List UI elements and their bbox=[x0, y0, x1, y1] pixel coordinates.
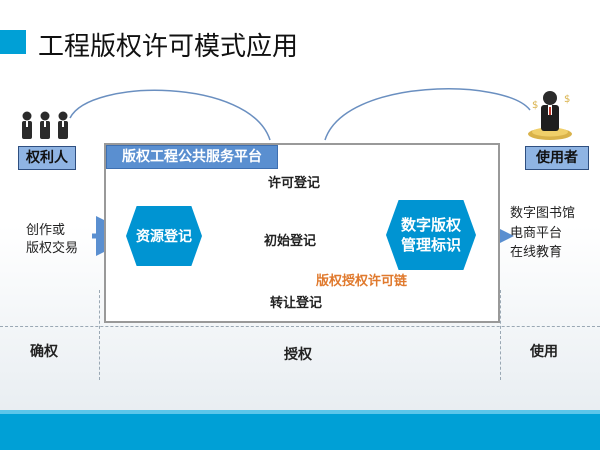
license-registration-text: 许可登记 bbox=[268, 176, 321, 191]
user-label: 使用者 bbox=[525, 146, 589, 170]
title-accent-bar bbox=[0, 30, 26, 54]
left-arc bbox=[69, 89, 271, 141]
platform-label: 版权工程公共服务平台 bbox=[106, 145, 278, 169]
digital-rights-label-1: 数字版权 bbox=[400, 216, 461, 234]
transfer-registration-text: 转让登记 bbox=[270, 296, 323, 311]
digital-rights-id-hex: 数字版权 管理标识 bbox=[386, 200, 476, 270]
left-text-line-2: 版权交易 bbox=[26, 241, 79, 256]
right-text-line-2: 电商平台 bbox=[510, 226, 563, 241]
license-chain-label: 版权授权许可链 bbox=[316, 274, 408, 289]
digital-rights-label-2: 管理标识 bbox=[400, 236, 461, 254]
resource-registration-hex: 资源登记 bbox=[126, 206, 202, 266]
right-text-line-1: 数字图书馆 bbox=[510, 206, 576, 221]
people-group-icon bbox=[22, 111, 68, 139]
initial-registration-text: 初始登记 bbox=[264, 234, 317, 249]
owner-label: 权利人 bbox=[18, 146, 76, 170]
right-text-line-3: 在线教育 bbox=[510, 245, 563, 260]
svg-text:$: $ bbox=[564, 94, 570, 105]
businessman-money-icon: $ $ bbox=[528, 91, 572, 140]
svg-text:$: $ bbox=[532, 100, 538, 111]
right-arc bbox=[324, 88, 531, 141]
slide-title: 工程版权许可模式应用 bbox=[38, 32, 299, 62]
resource-registration-label: 资源登记 bbox=[136, 229, 192, 245]
stage-use: 使用 bbox=[530, 344, 558, 360]
stage-confirm: 确权 bbox=[30, 344, 58, 360]
stage-separator-left bbox=[99, 290, 100, 380]
footer-band bbox=[0, 410, 600, 450]
stage-divider bbox=[0, 326, 600, 327]
stage-separator-right bbox=[500, 290, 501, 380]
left-text-line-1: 创作或 bbox=[26, 223, 66, 238]
stage-authorize: 授权 bbox=[284, 347, 312, 363]
